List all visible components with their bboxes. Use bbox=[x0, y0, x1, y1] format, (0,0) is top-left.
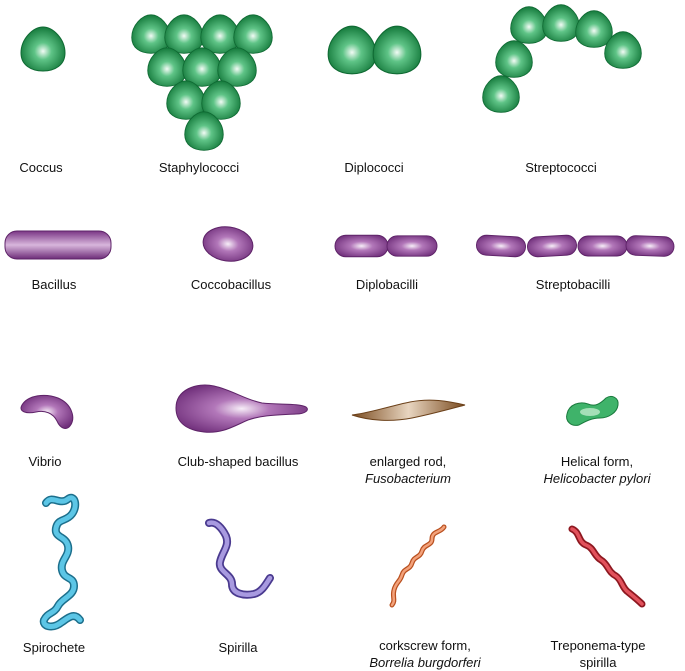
label-bacillus: Bacillus bbox=[31, 277, 77, 292]
label-club-shaped-bacillus: Club-shaped bacillus bbox=[177, 454, 299, 469]
label-borrelia: corkscrew form,Borrelia burgdorferi bbox=[369, 638, 481, 670]
treponema-shape bbox=[568, 525, 646, 608]
diplobacilli-pair bbox=[334, 234, 438, 258]
label-staphylococci: Staphylococci bbox=[158, 160, 240, 175]
spirilla-shape bbox=[205, 518, 274, 599]
coccus-shape bbox=[20, 26, 66, 72]
label-helicobacter: Helical form,Helicobacter pylori bbox=[543, 454, 651, 486]
label-streptococci: Streptococci bbox=[525, 160, 597, 175]
spirochete-shape bbox=[39, 493, 84, 631]
label-coccus: Coccus bbox=[19, 160, 63, 175]
label-fusobacterium: enlarged rod,Fusobacterium bbox=[365, 454, 451, 486]
fusobacterium-shape bbox=[351, 399, 466, 421]
label-coccobacillus: Coccobacillus bbox=[190, 277, 272, 292]
label-spirilla: Spirilla bbox=[218, 640, 258, 655]
coccobacillus-shape bbox=[202, 226, 254, 262]
vibrio-shape bbox=[20, 394, 74, 429]
staphylococci-cluster bbox=[131, 14, 273, 151]
label-diplobacilli: Diplobacilli bbox=[355, 277, 419, 292]
streptococci-chain bbox=[482, 4, 642, 113]
label-spirochete: Spirochete bbox=[22, 640, 86, 655]
label-streptobacilli: Streptobacilli bbox=[535, 277, 611, 292]
streptobacilli-chain bbox=[475, 234, 675, 258]
bacillus-shape bbox=[4, 230, 112, 260]
club-shaped-bacillus-shape bbox=[175, 384, 308, 433]
label-diplococci: Diplococci bbox=[344, 160, 404, 175]
diplococci-pair bbox=[327, 25, 422, 75]
label-vibrio: Vibrio bbox=[28, 454, 62, 469]
borrelia-shape bbox=[389, 524, 447, 608]
